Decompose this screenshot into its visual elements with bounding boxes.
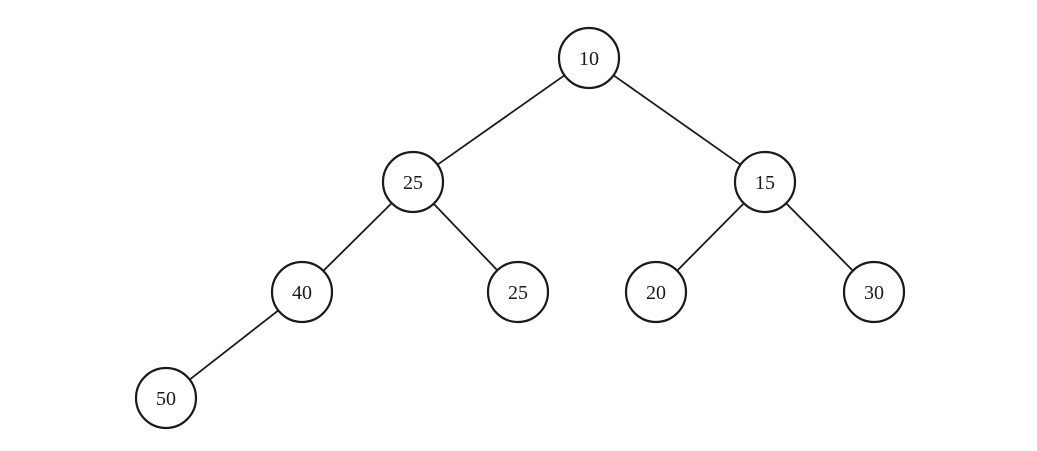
- tree-node-circle: [486, 260, 550, 324]
- tree-node-label: 30: [864, 282, 884, 304]
- tree-node-label: 20: [646, 282, 666, 304]
- tree-node-circle: [624, 260, 688, 324]
- tree-node-circle: [270, 260, 334, 324]
- tree-node: 25: [486, 260, 550, 324]
- tree-node-label: 25: [508, 282, 528, 304]
- tree-node-label: 50: [156, 388, 176, 410]
- tree-node-circle: [842, 260, 906, 324]
- tree-node-circle: [733, 150, 797, 214]
- tree-node: 30: [842, 260, 906, 324]
- tree-node: 25: [381, 150, 445, 214]
- tree-node: 50: [134, 366, 198, 430]
- tree-node: 15: [733, 150, 797, 214]
- tree-edge: [189, 309, 279, 381]
- tree-node-circle: [134, 366, 198, 430]
- tree-edge: [612, 74, 742, 166]
- tree-node-label: 40: [292, 282, 312, 304]
- tree-edge: [785, 202, 854, 272]
- tree-edge: [322, 202, 393, 272]
- tree-node-label: 25: [403, 172, 423, 194]
- tree-edge: [436, 74, 566, 166]
- tree-node: 40: [270, 260, 334, 324]
- tree-nodes: 10 25 15 40 25 20 30 50: [134, 26, 906, 430]
- tree-edges: [189, 74, 854, 381]
- tree-node-circle: [381, 150, 445, 214]
- tree-node-label: 10: [579, 48, 599, 70]
- tree-node-circle: [557, 26, 621, 90]
- tree-node: 20: [624, 260, 688, 324]
- tree-edge: [676, 202, 745, 272]
- tree-node: 10: [557, 26, 621, 90]
- tree-node-label: 15: [755, 172, 775, 194]
- tree-edge: [433, 203, 498, 271]
